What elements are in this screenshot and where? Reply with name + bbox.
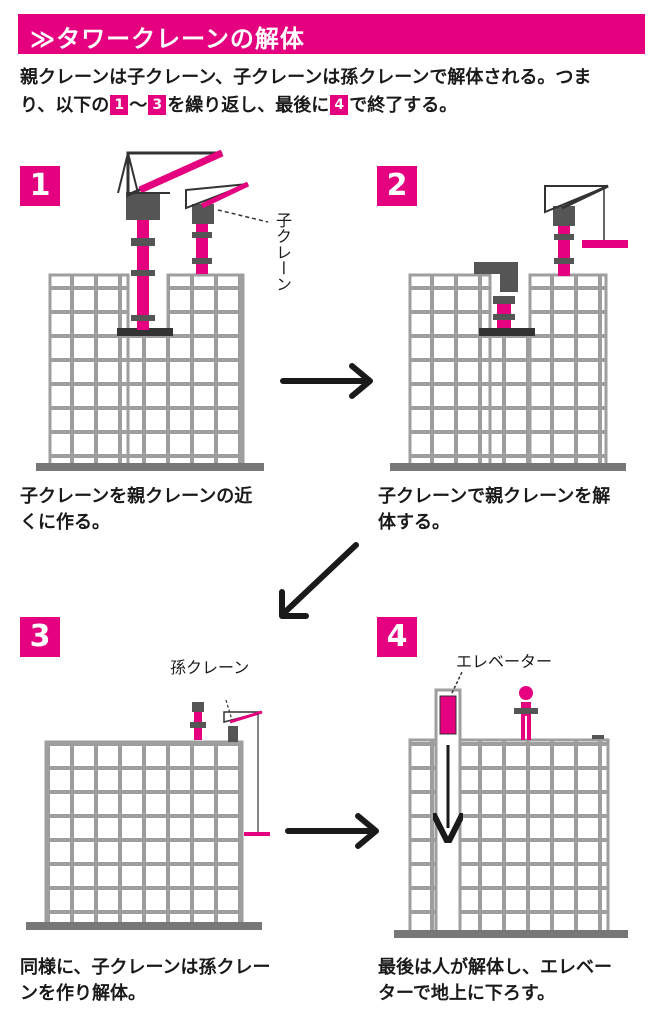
panel-4 xyxy=(394,671,628,938)
child-crane-stack xyxy=(190,702,206,740)
building-middle xyxy=(126,333,170,467)
tag-step-3: 3 xyxy=(148,95,167,115)
step-number-3: 3 xyxy=(20,617,60,657)
building-left xyxy=(48,273,130,467)
step-2-caption: 子クレーンで親クレーンを解 体する。 xyxy=(378,486,611,533)
building-left xyxy=(408,273,492,467)
page-title: ≫タワークレーンの解体 xyxy=(30,25,305,53)
flow-arrows xyxy=(279,363,379,849)
arrow-1-to-2 xyxy=(280,363,373,399)
tag-step-4: 4 xyxy=(330,95,349,115)
building-right xyxy=(166,273,245,467)
ground xyxy=(390,463,626,471)
grandchild-crane-label: 孫クレーン xyxy=(170,658,250,677)
building xyxy=(44,740,244,926)
building-right xyxy=(458,738,610,934)
title-bar: ≫タワークレーンの解体 xyxy=(18,14,645,54)
arrow-3-to-4 xyxy=(285,813,379,849)
step-number-4: 4 xyxy=(377,617,417,657)
arrow-2-to-3 xyxy=(279,542,359,619)
child-crane xyxy=(185,181,269,274)
grandchild-crane xyxy=(223,699,270,836)
tag-step-1: 1 xyxy=(110,95,129,115)
dismantled-parent-crane xyxy=(474,262,535,336)
panel-3 xyxy=(26,699,270,930)
ground xyxy=(36,463,264,471)
parent-crane xyxy=(117,149,224,336)
ground xyxy=(394,930,628,938)
child-crane-label: 子クレーン xyxy=(273,212,292,292)
step-number-2: 2 xyxy=(377,166,417,206)
building-middle xyxy=(488,333,532,467)
step-3-caption: 同様に、子クレーンは孫クレー ンを作り解体。 xyxy=(20,957,271,1004)
step-1-caption: 子クレーンを親クレーンの近 くに作る。 xyxy=(20,486,253,533)
building-right xyxy=(528,273,608,467)
ground xyxy=(26,922,262,930)
step-number-1: 1 xyxy=(20,166,60,206)
intro-line-1: 親クレーンは子クレーン、子クレーンは孫クレーンで解体される。つま xyxy=(20,67,592,88)
panel-1 xyxy=(36,149,269,471)
building-left xyxy=(408,738,438,934)
worker-figure xyxy=(514,686,538,740)
elevator-car xyxy=(439,695,457,735)
elevator-label: エレベーター xyxy=(456,652,553,671)
panel-2 xyxy=(390,184,628,471)
step-4-caption: 最後は人が解体し、エレベー ターで地上に下ろす。 xyxy=(378,957,612,1004)
child-crane-2 xyxy=(544,184,628,276)
